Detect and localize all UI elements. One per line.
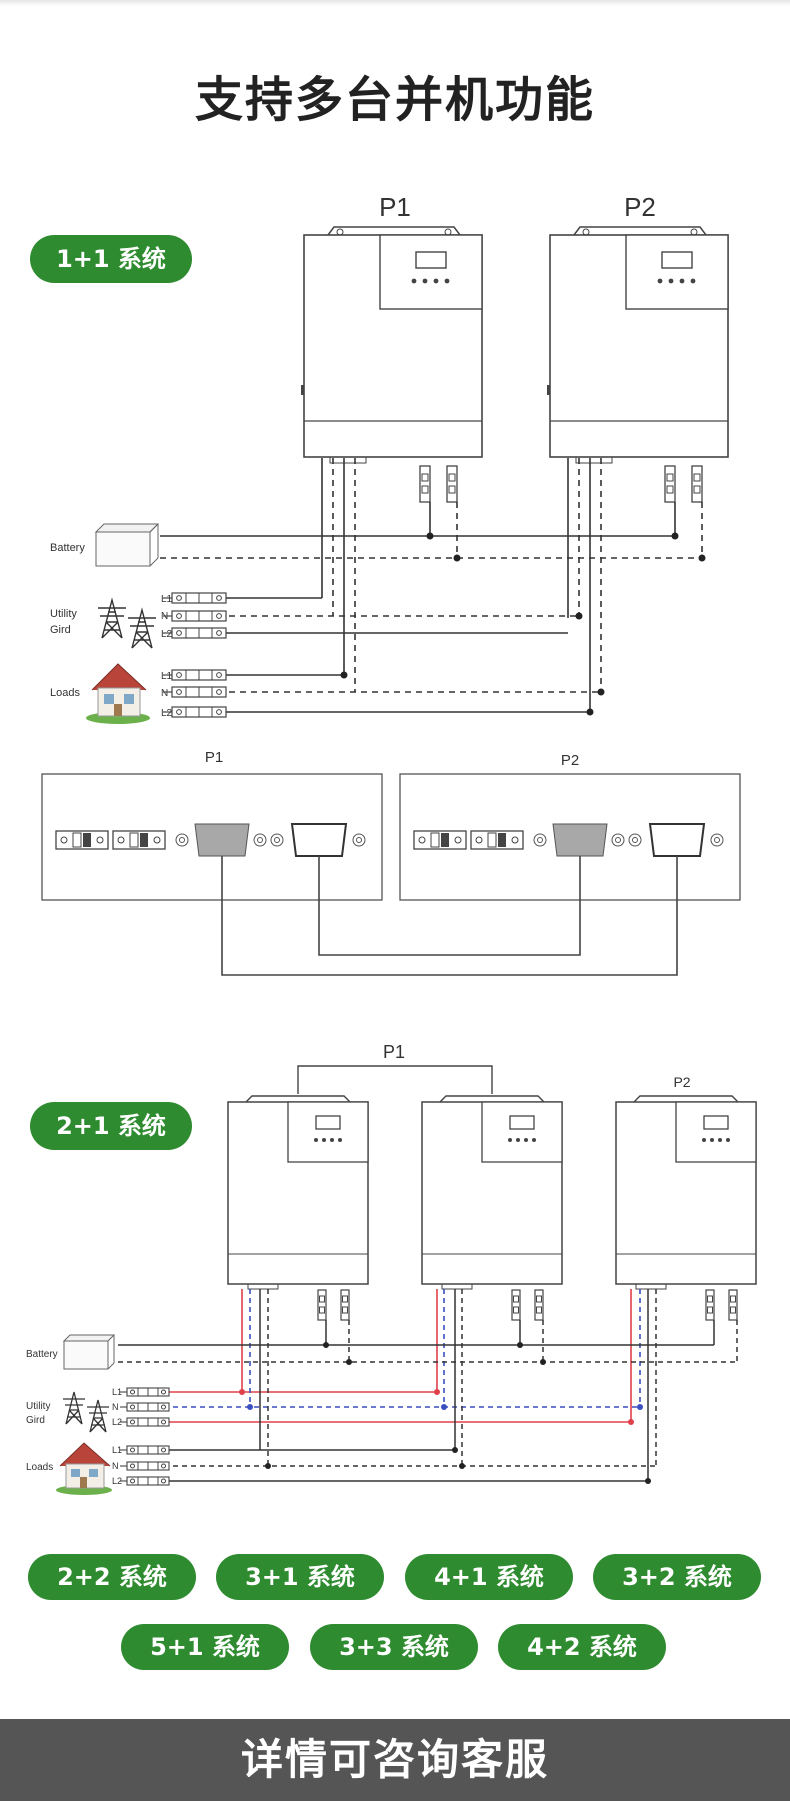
grid-label-2: Gird bbox=[26, 1415, 45, 1426]
inverter-2-1-a bbox=[227, 1095, 369, 1290]
live-wiring-red bbox=[164, 1289, 632, 1423]
utility-l2-label: L2 bbox=[161, 629, 173, 640]
utility-l1-label-2: L1 bbox=[112, 1387, 122, 1397]
section1-diagram: P1 P2 Battery bbox=[41, 192, 741, 976]
house-icon-2 bbox=[56, 1442, 112, 1495]
loads-l1-label-2: L1 bbox=[112, 1445, 122, 1455]
inverter-2-1-c bbox=[615, 1095, 757, 1290]
group-label-p2: P2 bbox=[673, 1074, 690, 1090]
option-pill-3-3: 3+3 系统 bbox=[310, 1624, 478, 1670]
loads-label-2: Loads bbox=[26, 1462, 53, 1473]
neutral-wiring-blue bbox=[164, 1289, 641, 1408]
top-decorative-rule bbox=[0, 0, 790, 6]
power-tower-icon bbox=[97, 599, 157, 649]
dc-fuses-2 bbox=[317, 1289, 738, 1321]
section1-wiring bbox=[160, 458, 676, 713]
p1-group-bracket bbox=[297, 1065, 493, 1094]
battery-icon-2 bbox=[62, 1334, 116, 1370]
loads-l2-label: L2 bbox=[161, 708, 173, 719]
utility-terminals-2: L1 N L2 bbox=[112, 1387, 170, 1427]
option-pill-5-1: 5+1 系统 bbox=[121, 1624, 289, 1670]
house-icon bbox=[86, 663, 150, 724]
battery-label: Battery bbox=[50, 542, 85, 554]
comm-panel-p2 bbox=[399, 773, 741, 901]
loads-label: Loads bbox=[50, 687, 80, 699]
loads-terminals: L1 N L2 bbox=[161, 669, 227, 719]
option-pill-3-2: 3+2 系统 bbox=[593, 1554, 761, 1600]
grid-label: Gird bbox=[50, 624, 71, 636]
section2-badge: 2+1 系统 bbox=[30, 1102, 192, 1150]
dc-fuses bbox=[419, 465, 703, 503]
inverter-p2 bbox=[546, 226, 729, 464]
panel-label-p2: P2 bbox=[561, 752, 579, 769]
utility-l2-label-2: L2 bbox=[112, 1417, 122, 1427]
section2-wiring bbox=[118, 1289, 715, 1482]
inverter-2-1-b bbox=[421, 1095, 563, 1290]
loads-l2-label-2: L2 bbox=[112, 1476, 122, 1486]
utility-n-label-2: N bbox=[112, 1402, 119, 1412]
unit-label-p1: P1 bbox=[379, 192, 411, 222]
loads-n-label: N bbox=[161, 688, 168, 699]
parallel-comm-cables bbox=[221, 856, 678, 976]
option-pill-2-2: 2+2 系统 bbox=[28, 1554, 196, 1600]
section1-badge: 1+1 系统 bbox=[30, 235, 192, 283]
inverter-p1 bbox=[300, 226, 483, 464]
loads-n-label-2: N bbox=[112, 1461, 119, 1471]
comm-panel-p1 bbox=[41, 773, 383, 901]
panel-label-p1: P1 bbox=[205, 749, 223, 766]
loads-l1-label: L1 bbox=[161, 671, 173, 682]
utility-label: Utility bbox=[50, 608, 77, 620]
section2-diagram: P1 P2 bbox=[26, 1042, 757, 1495]
page-title: 支持多台并机功能 bbox=[194, 72, 595, 128]
utility-l1-label: L1 bbox=[161, 594, 173, 605]
section2-dashed-wiring bbox=[118, 1289, 738, 1467]
junction-dots-2 bbox=[239, 1342, 651, 1484]
utility-terminals: L1 N L2 bbox=[161, 592, 227, 640]
option-pill-4-2: 4+2 系统 bbox=[498, 1624, 666, 1670]
option-pill-3-1: 3+1 系统 bbox=[216, 1554, 384, 1600]
utility-label-2: Utility bbox=[26, 1401, 50, 1412]
unit-label-p2: P2 bbox=[624, 192, 656, 222]
section1-dashed-wiring bbox=[160, 458, 703, 693]
battery-icon bbox=[94, 523, 160, 567]
option-pill-4-1: 4+1 系统 bbox=[405, 1554, 573, 1600]
power-tower-icon-2 bbox=[62, 1391, 110, 1433]
group-label-p1: P1 bbox=[383, 1042, 405, 1062]
battery-label-2: Battery bbox=[26, 1349, 58, 1360]
junction-dots bbox=[340, 532, 706, 716]
contact-service-banner[interactable]: 详情可咨询客服 bbox=[0, 1719, 790, 1801]
loads-terminals-2: L1 N L2 bbox=[112, 1445, 170, 1486]
